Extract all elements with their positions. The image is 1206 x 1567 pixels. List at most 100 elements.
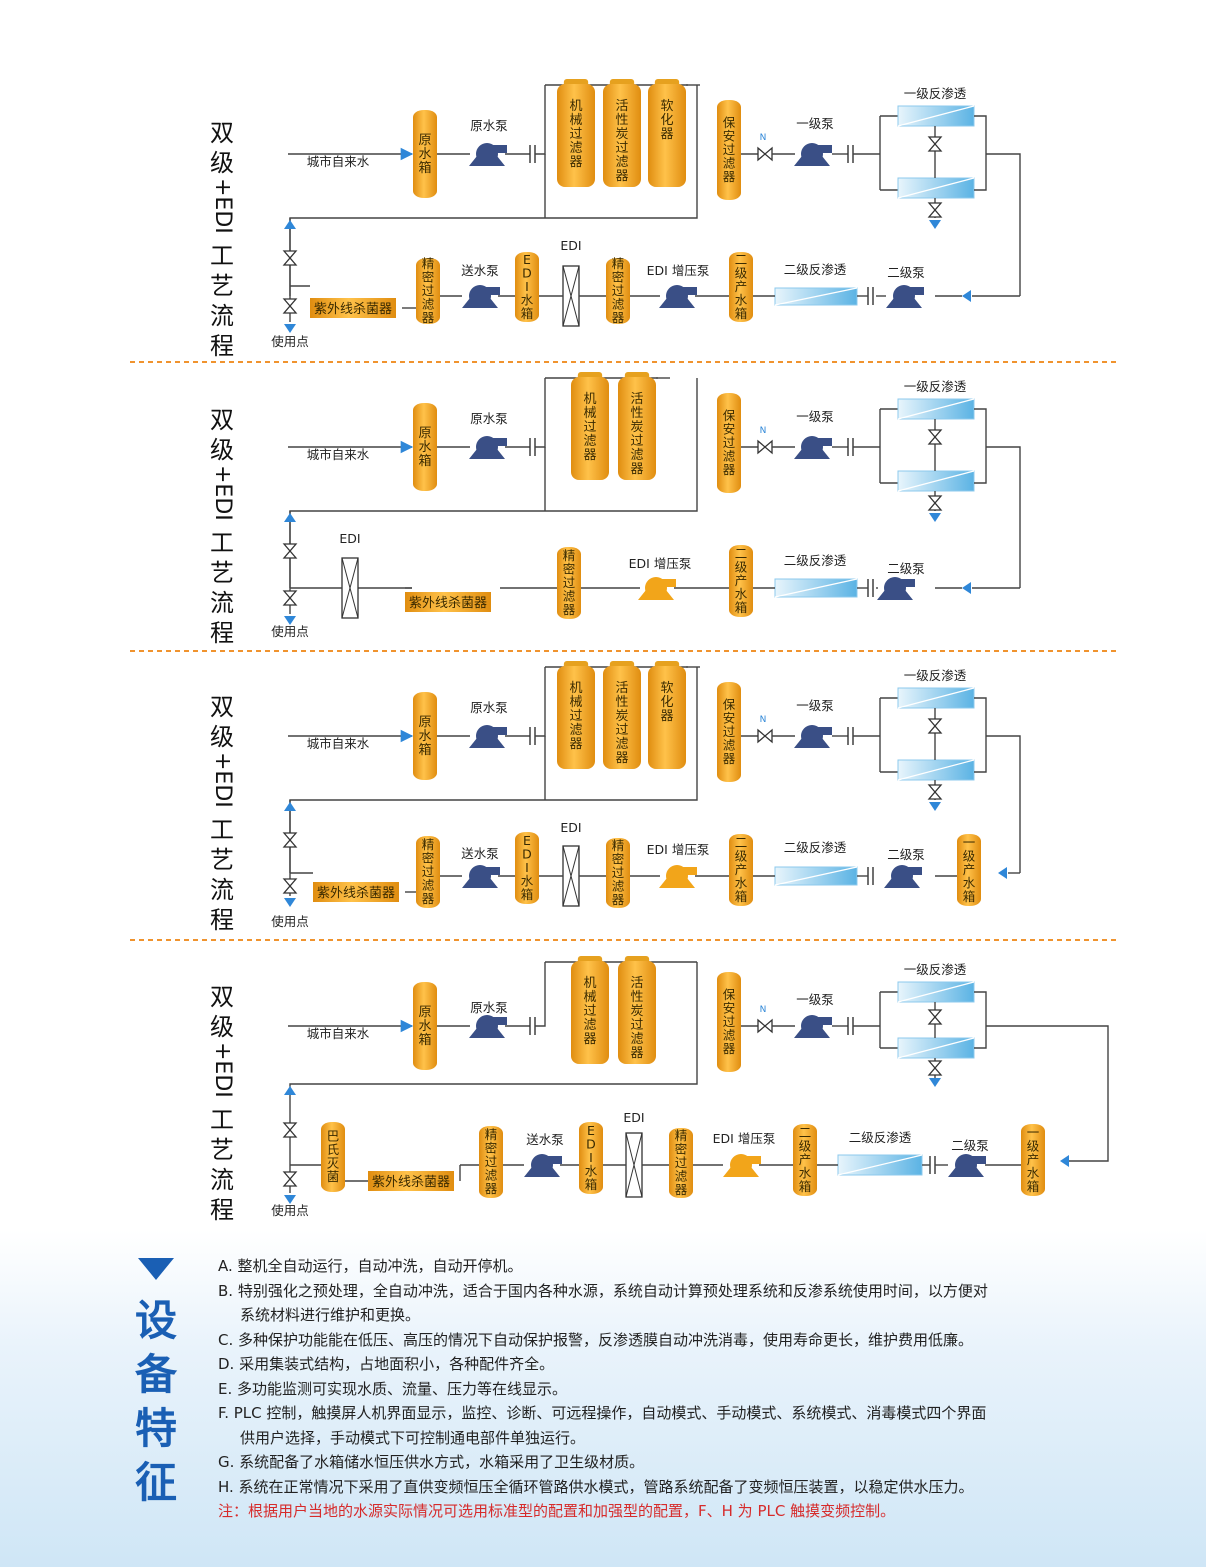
feature-item-g: G. 系统配备了水箱储水恒压供水方式，水箱采用了卫生级材质。	[218, 1453, 645, 1471]
tank-label-char: 炭	[630, 420, 643, 435]
stage2-pump-icon	[884, 865, 922, 888]
raw-water-tank: 原水箱	[413, 403, 437, 491]
tank-label-char: 器	[583, 448, 596, 463]
tank-body	[717, 682, 741, 782]
tank-label-char: 器	[422, 310, 435, 325]
tank-label-char: 滤	[422, 296, 435, 311]
stage1-ro-membrane-a	[897, 687, 975, 709]
tank-body	[515, 832, 539, 904]
tank-label-char: 过	[615, 723, 628, 738]
stage1-pump-icon	[794, 143, 832, 166]
edi-boost-pump-label: EDI 增压泵	[647, 842, 710, 857]
tank-label-char: 器	[583, 1032, 596, 1047]
tank-body	[717, 972, 741, 1072]
tank-label-char: 器	[723, 169, 736, 184]
stage2-ro-label: 二级反渗透	[784, 262, 847, 277]
raw-pump-label: 原水泵	[470, 1000, 508, 1015]
tank-label-char: 滤	[723, 1027, 736, 1042]
tank-body	[669, 1128, 693, 1198]
header-pipe	[535, 378, 546, 448]
tank-label-char: 过	[723, 724, 736, 739]
stage1-ro-membrane-a	[897, 981, 975, 1003]
tank-label-char: 产	[963, 862, 976, 877]
tank-label-char: 滤	[675, 1168, 688, 1183]
tank-label-char: 机	[583, 976, 596, 991]
tank-label-char: 箱	[963, 889, 976, 904]
tank-label-char: 巴	[327, 1129, 340, 1144]
tank-label-char: 密	[612, 851, 625, 866]
tank-label-char: 器	[612, 310, 625, 325]
tank-label-char: 过	[563, 575, 576, 590]
filter-vessel: 软化器	[648, 661, 686, 769]
raw-pump-icon	[469, 143, 507, 166]
tank-label-char: 原	[418, 1005, 431, 1020]
tank-label-char: 原	[418, 133, 431, 148]
uv-sterilizer: 紫外线杀菌器	[405, 592, 491, 612]
feature-item-f: F. PLC 控制，触摸屏人机界面显示，监控、诊断、可远程操作，自动模式、手动模…	[218, 1404, 987, 1422]
tank-label-char: 精	[612, 256, 625, 271]
raw-pump-label: 原水泵	[470, 411, 508, 426]
raw-pump-icon	[469, 436, 507, 459]
arrow-up-icon	[284, 802, 296, 811]
tank-label-char: 密	[563, 561, 576, 576]
tank-label-char: 过	[612, 865, 625, 880]
valve-mark: N	[760, 133, 767, 143]
tank-label-char: 级	[963, 848, 976, 863]
tank-label-char: 软	[660, 681, 673, 696]
tank-label-char: 二	[735, 252, 748, 267]
tank-label-char: 氏	[327, 1142, 340, 1157]
tank-label-char: 安	[723, 1000, 736, 1015]
flange-icon	[847, 438, 854, 456]
tank-label-char: 械	[569, 695, 582, 710]
tank-label-char: 机	[583, 392, 596, 407]
tank-label-char: 器	[723, 1041, 736, 1056]
tank-label-char: 密	[422, 850, 435, 865]
flange-icon	[847, 145, 854, 163]
stage1-ro-membrane-a	[897, 105, 975, 127]
tank-body	[603, 666, 641, 769]
tank-label-char: 过	[422, 864, 435, 879]
tank-label-char: 器	[615, 169, 628, 184]
tank-body	[571, 377, 609, 480]
valve-mark: N	[760, 426, 767, 436]
stage2-pump-label: 二级泵	[887, 561, 925, 576]
tank-label-char: I	[525, 279, 529, 294]
tank-label-char: 器	[723, 751, 736, 766]
tank-label-char: 过	[485, 1154, 498, 1169]
tank-label-char: 级	[735, 559, 748, 574]
uv-sterilizer: 紫外线杀菌器	[313, 882, 399, 902]
tank-label-char: 水	[418, 729, 431, 744]
return-pipe	[289, 962, 698, 1193]
tank-label-char: 滤	[422, 877, 435, 892]
edi-module	[625, 1132, 643, 1198]
stage2-ro-membrane	[774, 287, 858, 306]
valve-icon	[927, 718, 943, 734]
tank-label-char: 箱	[521, 306, 534, 321]
tank-label-char: 箱	[799, 1179, 812, 1194]
raw-pump-label: 原水泵	[470, 118, 508, 133]
arrow-left-icon	[998, 867, 1007, 879]
stage1-pump-label: 一级泵	[796, 116, 834, 131]
feature-note: 注：根据用户当地的水源实际情况可选用标准型的配置和加强型的配置，F、H 为 PL…	[218, 1502, 896, 1520]
flange-icon	[529, 438, 536, 456]
edi-label: EDI	[339, 531, 360, 546]
tank-body	[618, 961, 656, 1064]
tank-label-char: 箱	[418, 1032, 431, 1048]
flange-icon	[867, 867, 874, 885]
tank-label-char: D	[522, 265, 532, 280]
stage1-ro-membrane-b	[897, 177, 975, 199]
tank-label-char: 器	[422, 891, 435, 906]
tank-label-char: 过	[723, 1014, 736, 1029]
arrow-left-icon	[1060, 1155, 1069, 1167]
raw-water-tank: 原水箱	[413, 692, 437, 780]
valve-icon	[282, 543, 298, 559]
